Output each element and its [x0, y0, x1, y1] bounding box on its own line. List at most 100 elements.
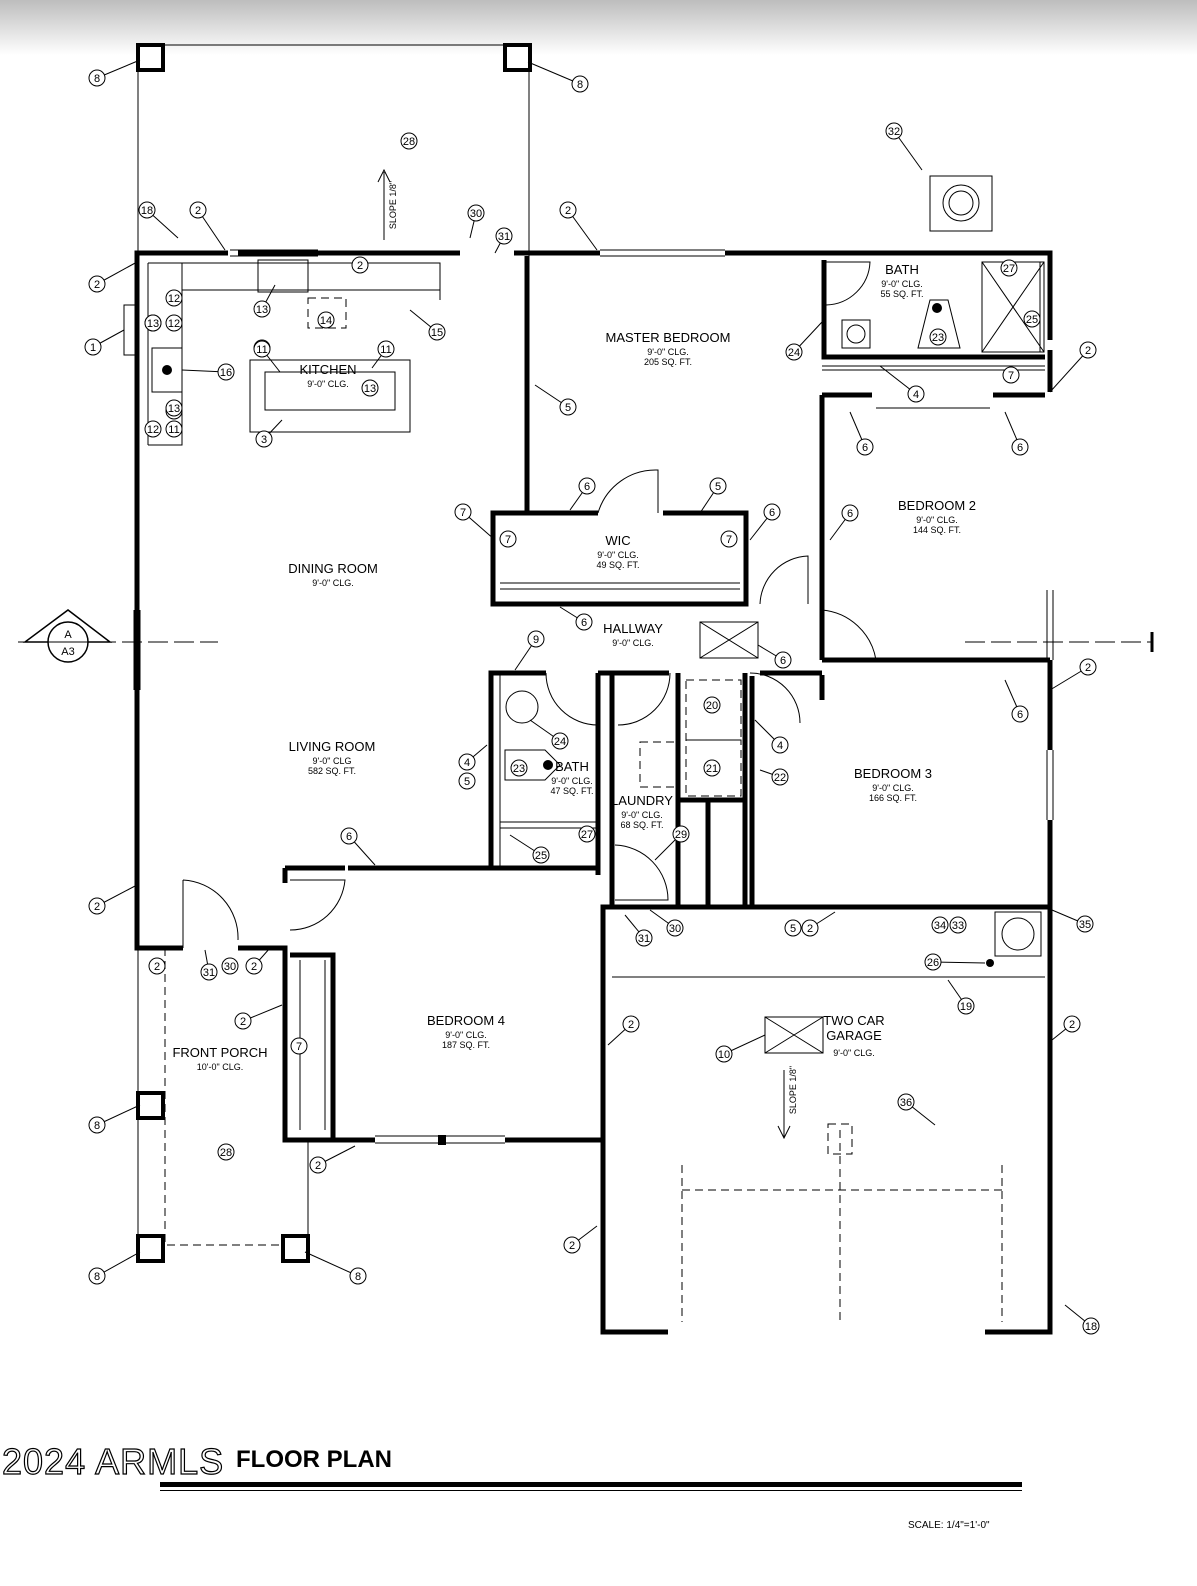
keynote-circle — [290, 1037, 308, 1055]
keynote-tag: 2 — [195, 205, 201, 217]
keynote-tag: 6 — [1017, 442, 1023, 454]
exterior-wall-north — [238, 250, 1053, 340]
keynote-tag: 7 — [460, 507, 466, 519]
keynote-tag: 2 — [628, 1019, 634, 1031]
keynote-circle — [88, 275, 106, 293]
keynote-circle — [622, 1015, 640, 1033]
keynote-circle — [785, 343, 803, 361]
room-ceiling-living: 9'-0" CLG — [313, 756, 352, 766]
keynote-circle — [571, 75, 589, 93]
keynote-circle — [377, 340, 395, 358]
room-area-master: 205 SQ. FT. — [644, 357, 692, 367]
burner — [162, 365, 172, 375]
keynote-tag: 5 — [464, 776, 470, 788]
ac-fan-inner — [948, 190, 974, 216]
post — [136, 1234, 165, 1263]
room-ceiling-bedroom3: 9'-0" CLG. — [872, 783, 913, 793]
room-ceiling-kitchen: 9'-0" CLG. — [307, 379, 348, 389]
keynote-tag: 9 — [533, 634, 539, 646]
keynote-circle — [510, 759, 528, 777]
keynote-tag: 8 — [94, 1271, 100, 1283]
room-area-bedroom4: 187 SQ. FT. — [442, 1040, 490, 1050]
keynote-circle — [774, 651, 792, 669]
keynote-circle — [929, 328, 947, 346]
keynote-tag: 7 — [1008, 370, 1014, 382]
section-marker-letter: A — [64, 629, 72, 641]
keynote-circle — [84, 338, 102, 356]
keynote-circle — [703, 759, 721, 777]
keynote-circle — [253, 300, 271, 318]
hall-bath-walls — [488, 670, 822, 908]
keynote-circle — [165, 399, 183, 417]
room-ceiling-master: 9'-0" CLG. — [647, 347, 688, 357]
keynote-circle — [784, 919, 802, 937]
garage-opener — [827, 1123, 853, 1155]
attic-access — [699, 621, 759, 659]
door-swing — [614, 844, 669, 901]
keynote-tag: 26 — [927, 957, 939, 969]
ac-unit — [929, 175, 993, 232]
keynote-circle — [801, 919, 819, 937]
keynote-tag: 12 — [168, 318, 180, 330]
keynote-circle — [309, 1156, 327, 1174]
keynote-tag: 2 — [1085, 662, 1091, 674]
keynote-tag: 2 — [94, 901, 100, 913]
keynote-circle — [559, 201, 577, 219]
keynote-tag: 27 — [581, 829, 593, 841]
door-swing — [749, 672, 801, 724]
laundry-sink — [639, 741, 681, 788]
keynote-tag: 2 — [154, 961, 160, 973]
keynote-tag: 2 — [565, 205, 571, 217]
room-name-bedroom3: BEDROOM 3 — [854, 766, 932, 781]
room-area-bedroom3: 166 SQ. FT. — [869, 793, 917, 803]
keynote-tag: 20 — [706, 700, 718, 712]
keynote-circle — [715, 1045, 733, 1063]
keynote-circle — [551, 732, 569, 750]
keynote-tag: 25 — [1026, 314, 1038, 326]
keynote-tag: 18 — [141, 205, 153, 217]
keynote-circle — [340, 827, 358, 845]
keynote-tag: 10 — [718, 1049, 730, 1061]
keynote-circle — [949, 916, 967, 934]
toilet-tank — [932, 303, 942, 313]
door-swing — [821, 609, 877, 661]
keynote-tag: 31 — [638, 933, 650, 945]
keynote-circle — [1000, 259, 1018, 277]
toilet-tank — [543, 760, 553, 770]
room-name-wic: WIC — [605, 533, 630, 548]
door-swing — [545, 672, 599, 726]
garage-wall — [600, 905, 1053, 1335]
room-name-living: LIVING ROOM — [289, 739, 376, 754]
title-underline — [160, 1482, 1022, 1487]
keynote-tag: 4 — [913, 389, 919, 401]
keynote-tag: 28 — [220, 1147, 232, 1159]
keynote-tag: 2 — [807, 923, 813, 935]
keynote-tag: 6 — [581, 617, 587, 629]
keynote-tag: 30 — [669, 923, 681, 935]
slope-label: SLOPE 1/8" — [388, 181, 398, 229]
keynote-circle — [532, 846, 550, 864]
keynote-circle — [148, 957, 166, 975]
keynote-tag: 3 — [261, 434, 267, 446]
section-marker-sheet: A3 — [61, 646, 74, 658]
keynote-tag: 6 — [862, 442, 868, 454]
keynote-circle — [88, 69, 106, 87]
washer — [685, 679, 742, 741]
keynote-tag: 22 — [774, 772, 786, 784]
keynote-tag: 19 — [960, 1001, 972, 1013]
keynote-circle — [720, 530, 738, 548]
keynote-tag: 29 — [675, 829, 687, 841]
keynote-tag: 2 — [240, 1016, 246, 1028]
keynote-tag: 16 — [220, 367, 232, 379]
bath-closet-walls — [819, 260, 1045, 610]
room-name-dining: DINING ROOM — [288, 561, 378, 576]
keynote-circle — [635, 929, 653, 947]
room-ceiling-garage: 9'-0" CLG. — [833, 1048, 874, 1058]
keynote-circle — [88, 1116, 106, 1134]
window — [1046, 590, 1054, 660]
lavatory — [505, 690, 539, 724]
keynote-tag: 11 — [380, 344, 391, 356]
keynote-circle — [458, 772, 476, 790]
keynote-tag: 12 — [147, 424, 159, 436]
room-ceiling-dining: 9'-0" CLG. — [312, 578, 353, 588]
